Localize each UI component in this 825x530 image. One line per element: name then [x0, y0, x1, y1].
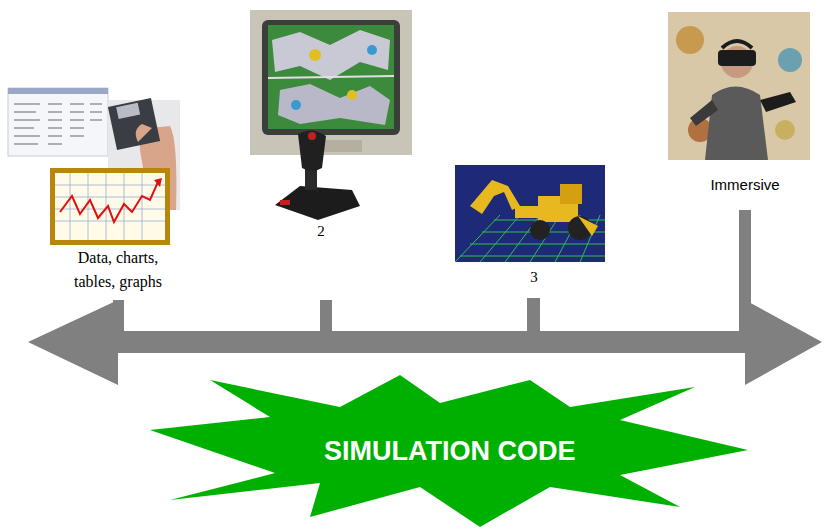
image-label: 3	[519, 268, 549, 286]
double-arrow	[28, 300, 822, 385]
arrow-stem	[113, 300, 124, 332]
starburst-node: SIMULATION CODE	[150, 375, 750, 530]
line-chart-image	[50, 168, 170, 245]
node-title: SIMULATION CODE	[324, 436, 576, 467]
spreadsheet-image	[8, 88, 108, 156]
starburst-outline	[150, 375, 748, 527]
arrow-stem	[320, 300, 332, 332]
image-label: Immersive	[690, 176, 800, 194]
joystick-image	[275, 130, 360, 220]
backhoe-image	[455, 165, 605, 262]
vr-person-image	[668, 12, 810, 160]
arrow-stem	[739, 210, 751, 332]
image-label: 2	[306, 222, 336, 240]
arrow-stem	[527, 298, 540, 332]
image-label: Data, charts, tables, graphs	[58, 246, 178, 294]
monitor-image	[250, 10, 412, 155]
